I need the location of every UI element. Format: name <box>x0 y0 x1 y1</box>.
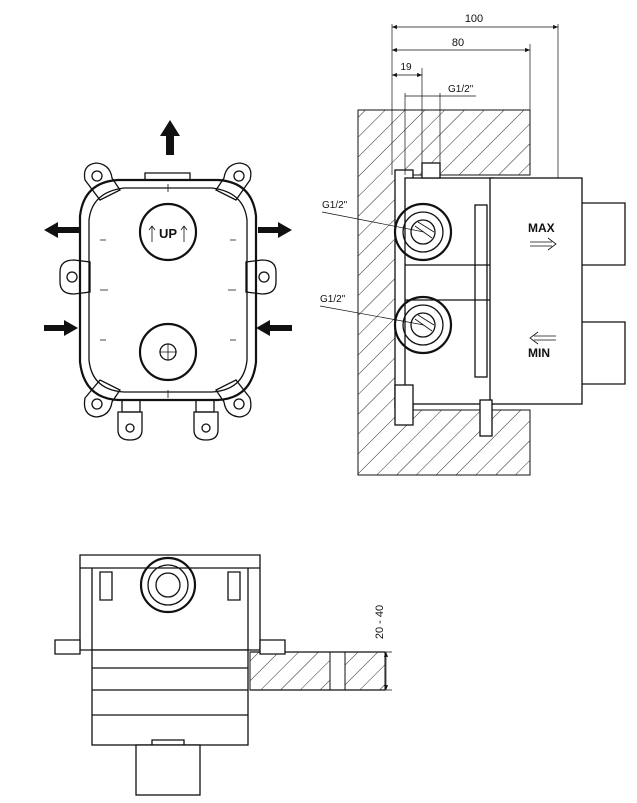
front-view: UP <box>44 120 292 441</box>
dim-19: 19 <box>400 62 412 73</box>
depth-range-label: 20 - 40 <box>374 605 386 639</box>
arrow-left-icon <box>44 222 80 238</box>
dim-80: 80 <box>452 37 464 49</box>
bottom-view: 20 - 40 <box>54 554 392 796</box>
box-outline <box>78 178 258 402</box>
arrow-up-icon <box>160 120 180 155</box>
dim-100: 100 <box>465 13 483 25</box>
arrow-right-icon <box>530 237 557 251</box>
arrow-right-icon <box>258 222 292 238</box>
depth-dimension: 20 - 40 <box>374 605 392 691</box>
side-view: MAX MIN 100 80 19 G1/2" G1/2" G1/2" <box>319 13 626 476</box>
up-label: UP <box>159 226 177 241</box>
dimensions: 100 80 19 G1/2" G1/2" G1/2" <box>319 13 559 326</box>
bottom-port <box>139 556 197 614</box>
lower-port <box>393 295 453 355</box>
thread-upper-label: G1/2" <box>322 200 348 211</box>
upper-port <box>393 202 453 262</box>
box-inner-outline <box>88 187 248 393</box>
min-label: MIN <box>528 346 550 360</box>
arrow-left-icon <box>529 331 556 345</box>
thread-lower-label: G1/2" <box>320 294 346 305</box>
max-label: MAX <box>528 221 555 235</box>
thread-top-label: G1/2" <box>448 84 474 95</box>
arrow-left-icon <box>256 320 292 336</box>
lower-knob <box>138 322 198 382</box>
up-knob: UP <box>138 202 198 262</box>
arrow-right-icon <box>44 320 78 336</box>
